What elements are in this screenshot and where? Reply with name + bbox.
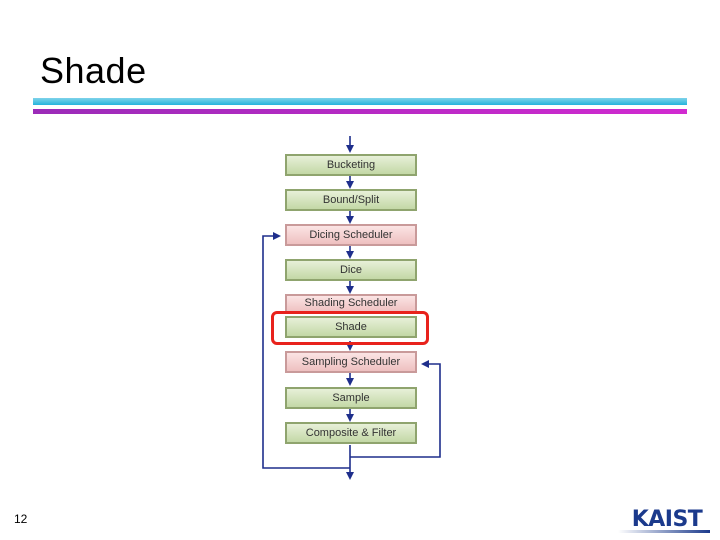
step-sampling-scheduler: Sampling Scheduler [285, 351, 417, 373]
step-shading-scheduler: Shading Scheduler [285, 294, 417, 314]
kaist-logo-text: KAIST [631, 506, 703, 532]
step-bucketing: Bucketing [285, 154, 417, 176]
loop-right [350, 360, 441, 458]
step-dicing-scheduler: Dicing Scheduler [285, 224, 417, 246]
shade-highlight-frame [271, 311, 429, 345]
logo-underline [618, 530, 710, 533]
step-dice: Dice [285, 259, 417, 281]
title-rule-magenta [33, 109, 687, 114]
step-composite-filter: Composite & Filter [285, 422, 417, 444]
page-number: 12 [14, 512, 28, 526]
kaist-logo: KAIST [631, 505, 703, 533]
title-rule-cyan [33, 98, 687, 105]
loop-left [262, 232, 350, 469]
step-bound-split: Bound/Split [285, 189, 417, 211]
slide-title: Shade [40, 50, 147, 91]
step-sample: Sample [285, 387, 417, 409]
step-shade: Shade [285, 316, 417, 338]
